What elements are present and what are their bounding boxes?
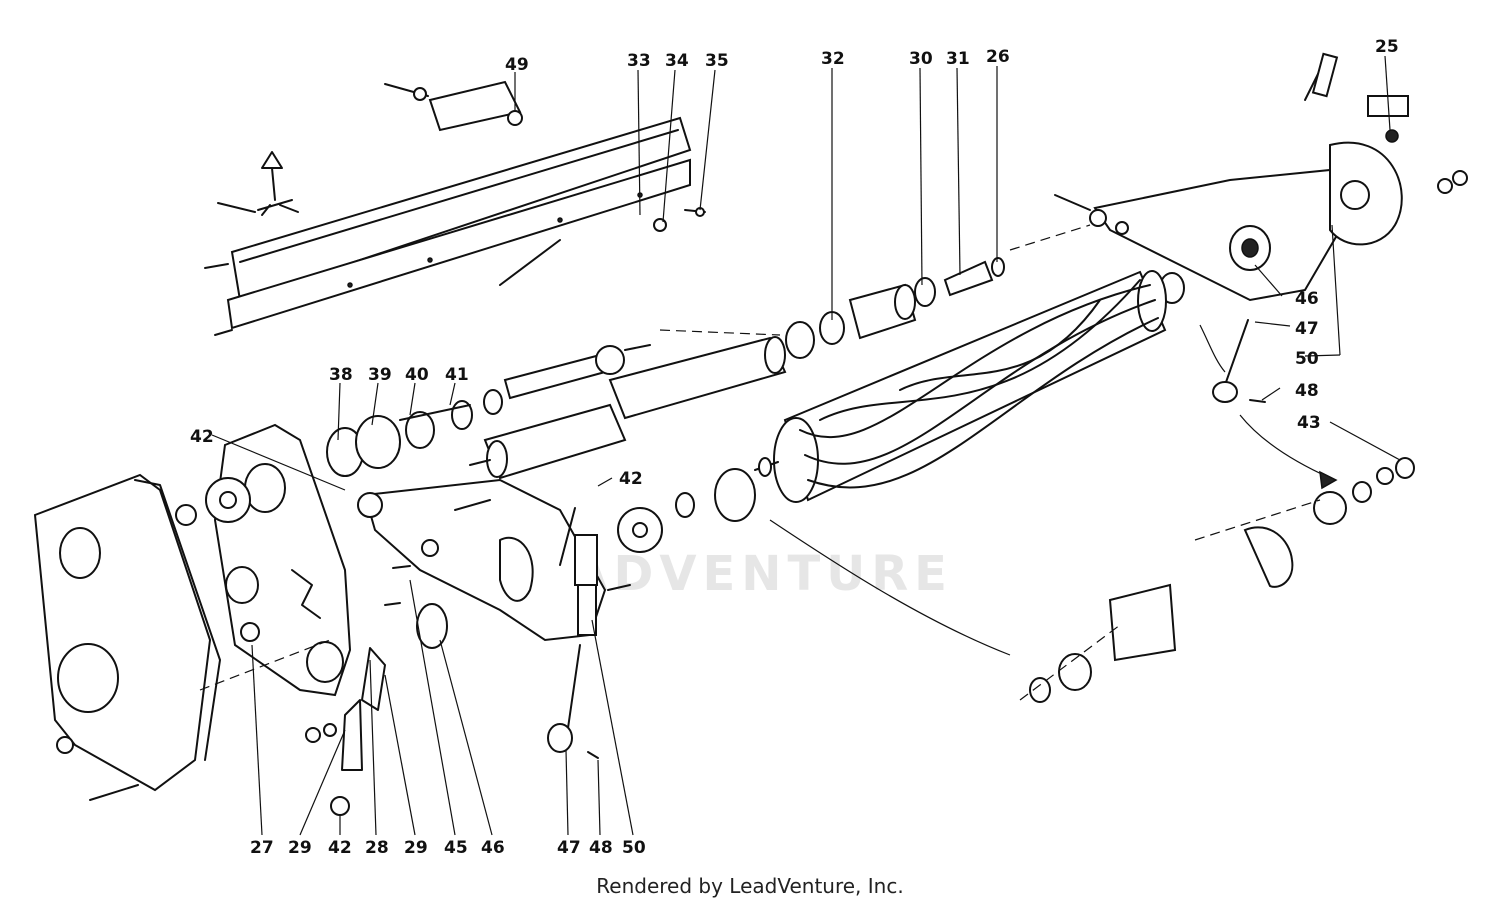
sprocket-right: [617, 492, 695, 553]
callout-41: 41: [445, 365, 469, 385]
callout-38: 38: [329, 365, 353, 385]
callout-42-bottom: 42: [328, 838, 352, 858]
callout-29-left: 29: [288, 838, 312, 858]
callout-47-bottom: 47: [557, 838, 581, 858]
small-hardware: [175, 504, 448, 816]
callout-48-right: 48: [1295, 381, 1319, 401]
callout-25: 25: [1375, 37, 1399, 57]
callout-33: 33: [627, 51, 651, 71]
t-handle: [204, 151, 299, 336]
callout-48-bottom: 48: [589, 838, 613, 858]
leader-lines: [211, 55, 1401, 836]
callout-35: 35: [705, 51, 729, 71]
adjuster-bracket: [384, 80, 523, 132]
callout-49: 49: [505, 55, 529, 75]
bedknife-bar: [226, 116, 692, 330]
callout-27: 27: [250, 838, 274, 858]
callout-26: 26: [986, 47, 1010, 67]
callout-45: 45: [444, 838, 468, 858]
sprocket-left: [205, 477, 251, 523]
callout-31: 31: [946, 49, 970, 69]
reel-shaft: [469, 336, 787, 480]
callout-39: 39: [368, 365, 392, 385]
callout-42-upper-left: 42: [190, 427, 214, 447]
reel-assembly-diagram: LEADVENTURE: [33, 37, 1468, 858]
left-adjuster-assembly: [547, 507, 631, 759]
callout-42-center: 42: [619, 469, 643, 489]
callout-40: 40: [405, 365, 429, 385]
callout-46-bottom: 46: [481, 838, 505, 858]
callout-34: 34: [665, 51, 689, 71]
callout-50-bottom: 50: [622, 838, 646, 858]
left-side-frame: [357, 478, 607, 642]
stub-shaft: [943, 257, 1005, 297]
callout-47-right: 47: [1295, 319, 1319, 339]
gear-cover: [33, 473, 221, 801]
callout-50-right: 50: [1295, 349, 1319, 369]
callouts: 49 33 34 35 32 30 31 26 25 38 39 40 41 4…: [190, 37, 1399, 858]
callout-46-right: 46: [1295, 289, 1319, 309]
left-bearing-stack: [326, 400, 473, 477]
bearing-housing: [848, 283, 917, 340]
callout-29-right: 29: [404, 838, 428, 858]
right-end-parts: [1029, 457, 1415, 703]
guide-lines: [199, 224, 1338, 701]
cutting-reel: [754, 270, 1167, 503]
callout-28: 28: [365, 838, 389, 858]
credit-line: Rendered by LeadVenture, Inc.: [596, 874, 904, 898]
bar-fasteners: [653, 207, 706, 232]
right-adjuster-rod: [1212, 319, 1266, 403]
callout-30: 30: [909, 49, 933, 69]
callout-32: 32: [821, 49, 845, 69]
drive-shaft-upper: [483, 344, 651, 415]
callout-43: 43: [1297, 413, 1321, 433]
right-side-plate: [1054, 52, 1468, 302]
